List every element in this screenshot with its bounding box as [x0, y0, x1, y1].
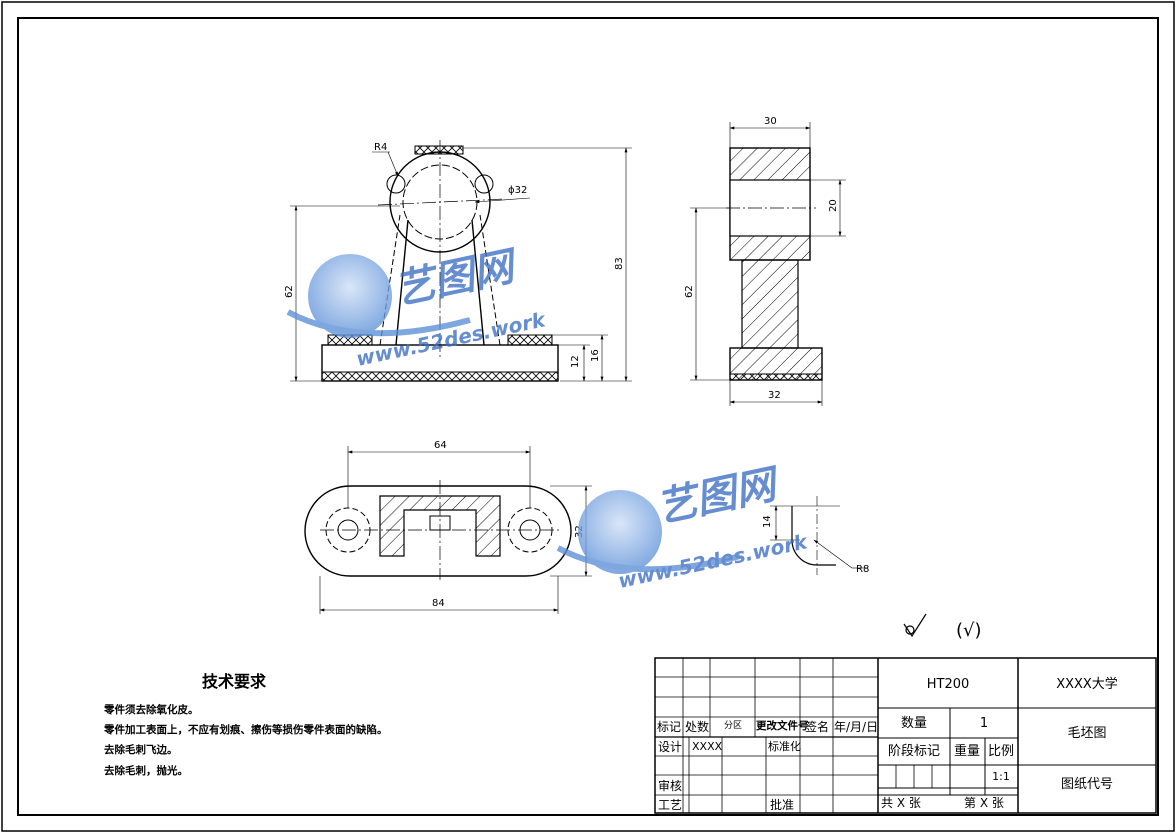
tech-requirement-item-2: 零件加工表面上，不应有划痕、擦伤等损伤零件表面的缺陷。: [104, 724, 388, 736]
scale-value: 1:1: [992, 770, 1010, 783]
dim-30-label: 30: [764, 116, 777, 127]
dim-20-label: 20: [828, 199, 839, 212]
process-label: 工艺: [658, 798, 683, 812]
material-value: HT200: [926, 677, 970, 692]
weight-label: 重量: [953, 744, 981, 759]
scale-label: 比例: [987, 744, 1015, 759]
side-view: [690, 122, 846, 406]
standardize-label: 标准化: [768, 740, 801, 753]
school-name: XXXX大学: [1056, 677, 1118, 692]
surface-roughness-symbol: [903, 613, 927, 638]
stage-mark-label: 阶段标记: [887, 744, 941, 759]
tech-requirement-item-4: 去除毛刺，抛光。: [104, 765, 188, 777]
surface-roughness-paren: (√): [956, 620, 982, 641]
sheets-total: 共 X 张: [881, 796, 921, 810]
rev-header-mark: 标记: [657, 720, 682, 734]
tech-requirement-item-3: 去除毛刺飞边。: [104, 744, 178, 756]
tech-requirements-title: 技术要求: [202, 672, 267, 691]
rev-header-date: 年/月/日: [834, 720, 879, 734]
dim-16-label: 16: [590, 349, 601, 362]
dim-32-side-label: 32: [768, 390, 781, 401]
rev-header-sign: 签名: [805, 720, 830, 734]
sheet-number: 第 X 张: [964, 796, 1004, 810]
approve-label: 批准: [770, 798, 795, 812]
front-view: [290, 140, 632, 382]
part-name: 毛坯图: [1067, 726, 1107, 741]
rev-header-docno: 更改文件号: [756, 720, 809, 732]
review-label: 审核: [658, 779, 683, 793]
rev-header-zone: 分区: [724, 721, 743, 731]
dim-r4-label: R4: [374, 142, 387, 153]
tech-requirement-item-1: 零件须去除氧化皮。: [104, 704, 199, 716]
title-block-grid: [654, 657, 1157, 814]
dim-83-label: 83: [614, 257, 625, 270]
top-view: [304, 446, 592, 614]
dim-r8-label: R8: [856, 564, 869, 575]
dim-phi32-label: ϕ32: [508, 185, 527, 196]
rev-header-count: 处数: [685, 720, 710, 734]
drawing-code-label: 图纸代号: [1060, 777, 1114, 792]
design-value: XXXX: [692, 740, 723, 753]
svg-text:艺图网: 艺图网: [391, 243, 524, 314]
dim-12-label: 12: [570, 355, 581, 368]
dim-14-label: 14: [762, 515, 773, 528]
design-label: 设计: [658, 740, 683, 754]
dim-64-label: 64: [434, 440, 447, 451]
detail-view: [770, 496, 868, 575]
dim-62-side-label: 62: [684, 285, 695, 298]
dim-62-front-label: 62: [284, 285, 295, 298]
quantity-value: 1: [979, 716, 989, 731]
inner-frame: [17, 17, 1159, 816]
dim-84-label: 84: [432, 598, 445, 609]
quantity-label: 数量: [900, 716, 928, 731]
